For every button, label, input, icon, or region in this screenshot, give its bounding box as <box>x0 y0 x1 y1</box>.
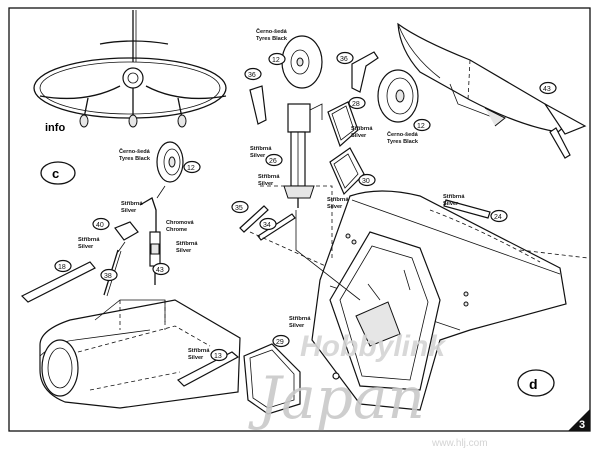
svg-text:12: 12 <box>417 123 425 130</box>
info-label: info <box>45 122 65 134</box>
chrome-label-1: Chromová <box>166 220 195 226</box>
part-callout-40: 43 <box>152 262 170 276</box>
watermark-main: Hobbylink <box>300 330 446 363</box>
silver-label-c-4a: Stříbrná <box>188 348 210 354</box>
section-d: Černo-šedá Tyres Black Černo-šedá Tyres … <box>239 28 589 415</box>
chrome-label-2: Chrome <box>166 227 187 233</box>
svg-text:28: 28 <box>352 101 360 108</box>
silver-label-d-1a: Stříbrná <box>258 174 280 180</box>
svg-text:43: 43 <box>543 86 551 93</box>
watermark-sub: Japan <box>248 364 425 432</box>
svg-text:26: 26 <box>269 158 277 165</box>
silver-label-d-2a: Stříbrná <box>250 146 272 152</box>
svg-text:35: 35 <box>235 205 243 212</box>
section-d-marker <box>517 369 555 397</box>
page-frame <box>8 7 591 432</box>
silver-label-d-6b: Silver <box>289 323 305 329</box>
part-callout-28: 28 <box>348 96 366 110</box>
svg-text:36: 36 <box>340 56 348 63</box>
part-callout-43: 43 <box>539 81 557 95</box>
svg-text:34: 34 <box>263 222 271 229</box>
silver-label-d-4a: Stříbrná <box>327 197 349 203</box>
section-c-marker <box>40 161 76 185</box>
drop-tank <box>397 22 587 159</box>
part-callout-36a: 36 <box>244 67 262 81</box>
svg-text:24: 24 <box>494 214 502 221</box>
silver-label-c-4b: Silver <box>188 355 204 361</box>
silver-label-c-3a: Stříbrná <box>176 241 198 247</box>
part-callout-26: 26 <box>265 153 283 167</box>
silver-label-d-4b: Silver <box>327 204 343 210</box>
tyres-label-d-2b: Tyres Black <box>387 139 419 145</box>
part-callout-34: 34 <box>259 217 277 231</box>
silver-label-c-1b: Silver <box>121 208 137 214</box>
svg-text:40: 40 <box>96 222 104 229</box>
part-callout-19: 13 <box>210 348 228 362</box>
tyres-label-d-1b: Tyres Black <box>256 36 288 42</box>
silver-label-c-1a: Stříbrná <box>121 201 143 207</box>
silver-label-c-2b: Silver <box>78 244 94 250</box>
silver-label-d-6a: Stříbrná <box>289 316 311 322</box>
part-callout-37: 38 <box>100 268 118 282</box>
watermark-url: www.hlj.com <box>431 438 488 449</box>
silver-label-d-3a: Stříbrná <box>351 126 373 132</box>
svg-text:12: 12 <box>272 57 280 64</box>
svg-text:29: 29 <box>276 339 284 346</box>
silver-label-d-2b: Silver <box>250 153 266 159</box>
silver-label-d-5b: Silver <box>443 201 459 207</box>
svg-text:18: 18 <box>58 264 66 271</box>
part-callout-29: 29 <box>272 334 290 348</box>
svg-text:38: 38 <box>104 273 112 280</box>
tyres-label-c-2: Tyres Black <box>119 156 151 162</box>
silver-label-d-5a: Stříbrná <box>443 194 465 200</box>
svg-text:30: 30 <box>362 178 370 185</box>
svg-text:12: 12 <box>187 165 195 172</box>
part-callout-30: 30 <box>358 173 376 187</box>
watermark: Hobbylink Japan www.hlj.com <box>248 330 488 449</box>
part-callout-24: 24 <box>490 209 508 223</box>
silver-label-c-2a: Stříbrná <box>78 237 100 243</box>
part-callout-18: 18 <box>54 259 72 273</box>
part-callout-35: 35 <box>231 200 249 214</box>
section-c: c Černo-šedá Tyres Black Stříbrná Silver… <box>20 141 241 409</box>
page-number: 3 <box>579 419 585 431</box>
svg-text:36: 36 <box>248 72 256 79</box>
tyres-label-d-1a: Černo-šedá <box>256 28 288 35</box>
info-aircraft-front-view: info <box>33 10 227 134</box>
part-callouts: 12 40 18 38 43 13 12 36 36 28 12 43 26 3… <box>54 51 557 362</box>
part-callout-36b: 36 <box>336 51 354 65</box>
silver-label-c-3b: Silver <box>176 248 192 254</box>
silver-label-d-1b: Silver <box>258 181 274 187</box>
silver-label-d-3b: Silver <box>351 133 367 139</box>
svg-text:43: 43 <box>156 267 164 274</box>
part-callout-13: 12 <box>183 160 201 174</box>
svg-text:13: 13 <box>214 353 222 360</box>
part-callout-12b: 12 <box>413 118 431 132</box>
part-callout-38: 40 <box>92 217 110 231</box>
section-c-label: c <box>52 166 59 181</box>
tyres-label-c-1: Černo-šedá <box>119 148 151 155</box>
section-d-label: d <box>529 376 538 392</box>
page-number-tab <box>568 409 590 431</box>
part-callout-12a: 12 <box>268 52 286 66</box>
tyres-label-d-2a: Černo-šedá <box>387 131 419 138</box>
